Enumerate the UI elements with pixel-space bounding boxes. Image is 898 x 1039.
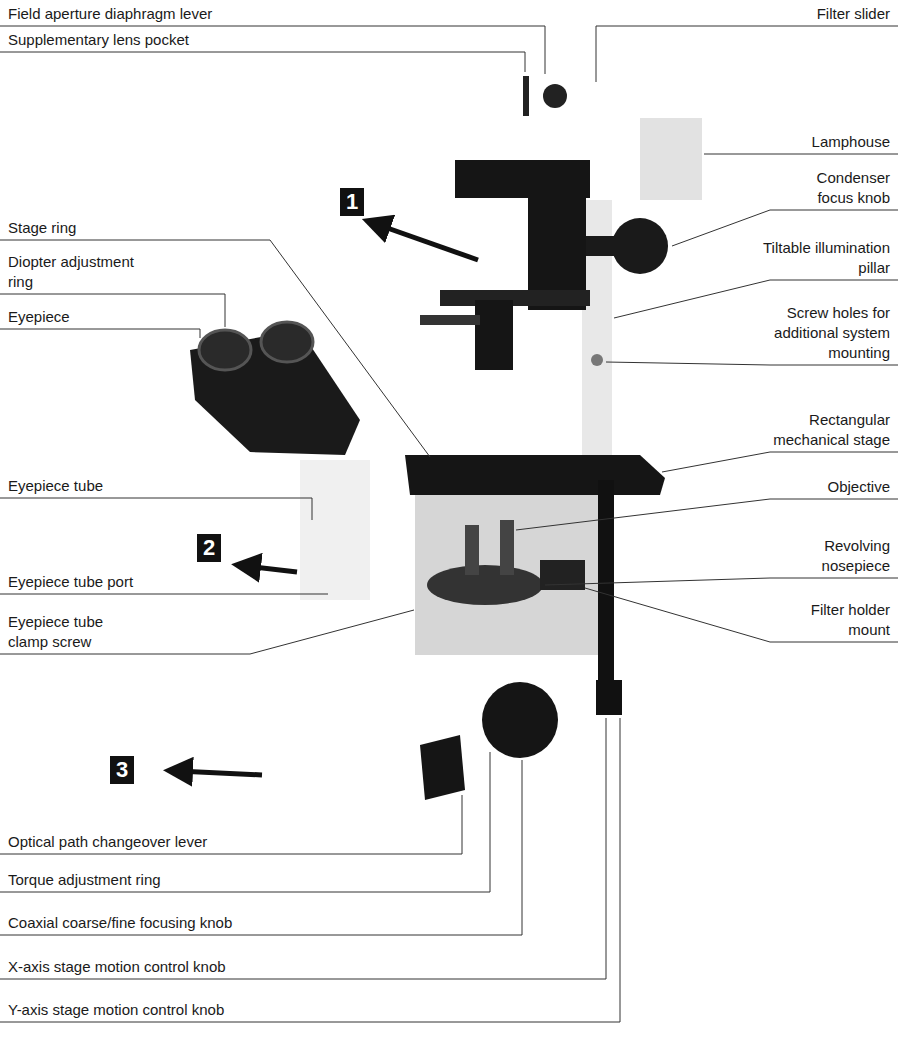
- part-label: Condenser focus knob: [788, 168, 892, 208]
- microscope-body: [415, 495, 600, 655]
- callout-number: 3: [110, 756, 134, 784]
- leader-line: [0, 26, 545, 74]
- callout-number-text: 1: [346, 189, 358, 214]
- focus-knob: [482, 682, 558, 758]
- lever-shape: [523, 76, 529, 116]
- leader-line: [516, 499, 898, 530]
- part-label: Eyepiece tube: [6, 476, 105, 496]
- callout-number-text: 2: [203, 535, 215, 560]
- eyepiece-tube-shape: [300, 460, 370, 600]
- leader-line: [0, 329, 200, 338]
- part-label: Filter slider: [815, 4, 892, 24]
- illuminator-column: [528, 160, 586, 310]
- filter-holder: [540, 560, 585, 590]
- part-label: Y-axis stage motion control knob: [6, 1000, 226, 1020]
- leader-line: [704, 154, 898, 155]
- leader-line: [545, 578, 898, 585]
- leader-line: [0, 498, 312, 520]
- part-label: Revolving nosepiece: [788, 536, 892, 576]
- leader-line: [662, 452, 898, 472]
- nosepiece-shape: [427, 565, 543, 605]
- stage-shape: [405, 455, 665, 495]
- part-label: Screw holes for additional system mounti…: [753, 303, 892, 363]
- leader-line: [585, 588, 898, 642]
- leader-line: [0, 610, 414, 654]
- part-label: Coaxial coarse/fine focusing knob: [6, 913, 234, 933]
- callout-arrow: [178, 771, 262, 775]
- part-label: Field aperture diaphragm lever: [6, 4, 214, 24]
- objective-shape: [465, 525, 479, 575]
- callout-arrow: [246, 566, 297, 572]
- callout-number: 1: [340, 188, 364, 216]
- part-label: Tiltable illumination pillar: [753, 238, 892, 278]
- part-label: Eyepiece: [6, 307, 72, 327]
- part-label: Eyepiece tube port: [6, 572, 135, 592]
- lamphouse-shape: [640, 118, 702, 200]
- part-label: Filter holder mount: [788, 600, 892, 640]
- eyepiece-shape: [261, 322, 313, 362]
- part-label: Diopter adjustment ring: [6, 252, 160, 292]
- condenser: [475, 300, 513, 370]
- callout-number-text: 3: [116, 757, 128, 782]
- lever-shape: [420, 735, 465, 800]
- leader-line: [0, 718, 620, 1022]
- slider-knob: [543, 84, 567, 108]
- part-label: Rectangular mechanical stage: [763, 410, 892, 450]
- objective-shape: [500, 520, 514, 575]
- leader-line: [0, 52, 525, 72]
- knob-shaft: [586, 236, 616, 256]
- leader-line: [0, 294, 225, 327]
- leader-line: [0, 760, 522, 935]
- leader-line: [0, 718, 606, 979]
- screw-hole: [591, 354, 603, 366]
- part-label: Torque adjustment ring: [6, 870, 163, 890]
- leader-line: [0, 594, 328, 595]
- part-label: Supplementary lens pocket: [6, 30, 191, 50]
- stage-knob: [596, 680, 622, 715]
- part-label: Stage ring: [6, 218, 78, 238]
- eyepiece-shape: [199, 330, 251, 370]
- leader-line: [596, 26, 898, 82]
- leader-line: [0, 240, 430, 457]
- condenser-lever: [420, 315, 480, 325]
- part-label: X-axis stage motion control knob: [6, 957, 228, 977]
- condenser-holder: [440, 290, 590, 306]
- leader-line: [0, 795, 462, 854]
- condenser-knob: [612, 218, 668, 274]
- part-label: Eyepiece tube clamp screw: [6, 612, 120, 652]
- part-label: Objective: [825, 477, 892, 497]
- callout-arrow: [376, 224, 478, 260]
- part-label: Lamphouse: [810, 132, 892, 152]
- part-label: Optical path changeover lever: [6, 832, 209, 852]
- callout-number: 2: [197, 534, 221, 562]
- leader-line: [0, 752, 490, 892]
